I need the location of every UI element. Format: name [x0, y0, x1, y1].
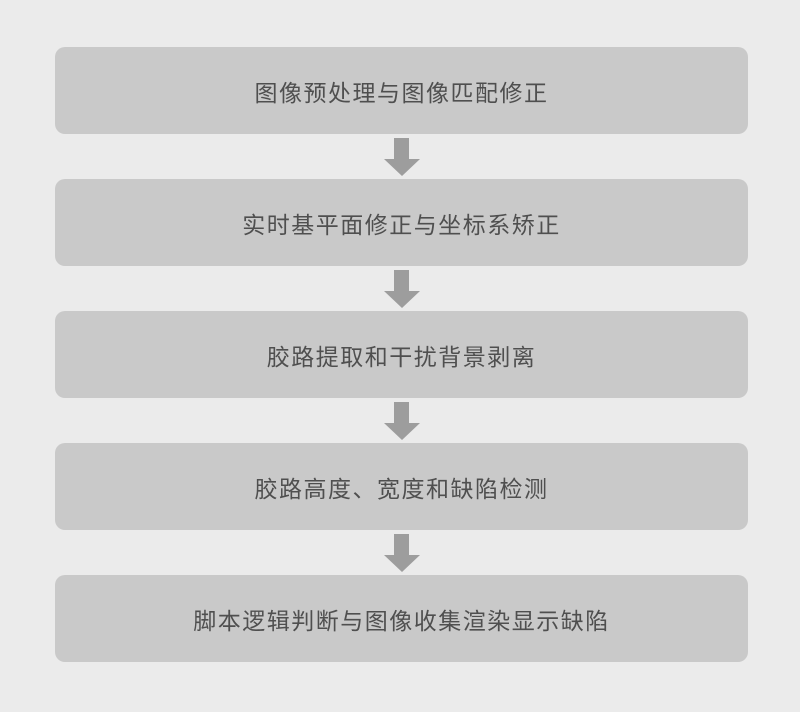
arrow-head	[383, 422, 420, 440]
flow-step-2: 实时基平面修正与坐标系矫正	[55, 179, 748, 266]
flow-step-1: 图像预处理与图像匹配修正	[55, 47, 748, 134]
arrow-shaft	[394, 269, 409, 291]
arrow-head	[383, 290, 420, 308]
down-arrow-icon	[383, 134, 420, 179]
flow-step-4: 胶路高度、宽度和缺陷检测	[55, 443, 748, 530]
arrow-shaft	[394, 401, 409, 423]
down-arrow-icon	[383, 266, 420, 311]
flow-step-3: 胶路提取和干扰背景剥离	[55, 311, 748, 398]
flow-step-5: 脚本逻辑判断与图像收集渲染显示缺陷	[55, 575, 748, 662]
flow-step-5-label: 脚本逻辑判断与图像收集渲染显示缺陷	[193, 607, 610, 634]
arrow-head	[383, 158, 420, 176]
flow-step-2-label: 实时基平面修正与坐标系矫正	[242, 211, 561, 238]
arrow-shaft	[394, 137, 409, 159]
flow-step-1-label: 图像预处理与图像匹配修正	[254, 79, 549, 106]
arrow-head	[383, 554, 420, 572]
arrow-shaft	[394, 533, 409, 555]
flow-step-4-label: 胶路高度、宽度和缺陷检测	[254, 475, 549, 502]
flow-step-3-label: 胶路提取和干扰背景剥离	[266, 343, 537, 370]
down-arrow-icon	[383, 398, 420, 443]
down-arrow-icon	[383, 530, 420, 575]
